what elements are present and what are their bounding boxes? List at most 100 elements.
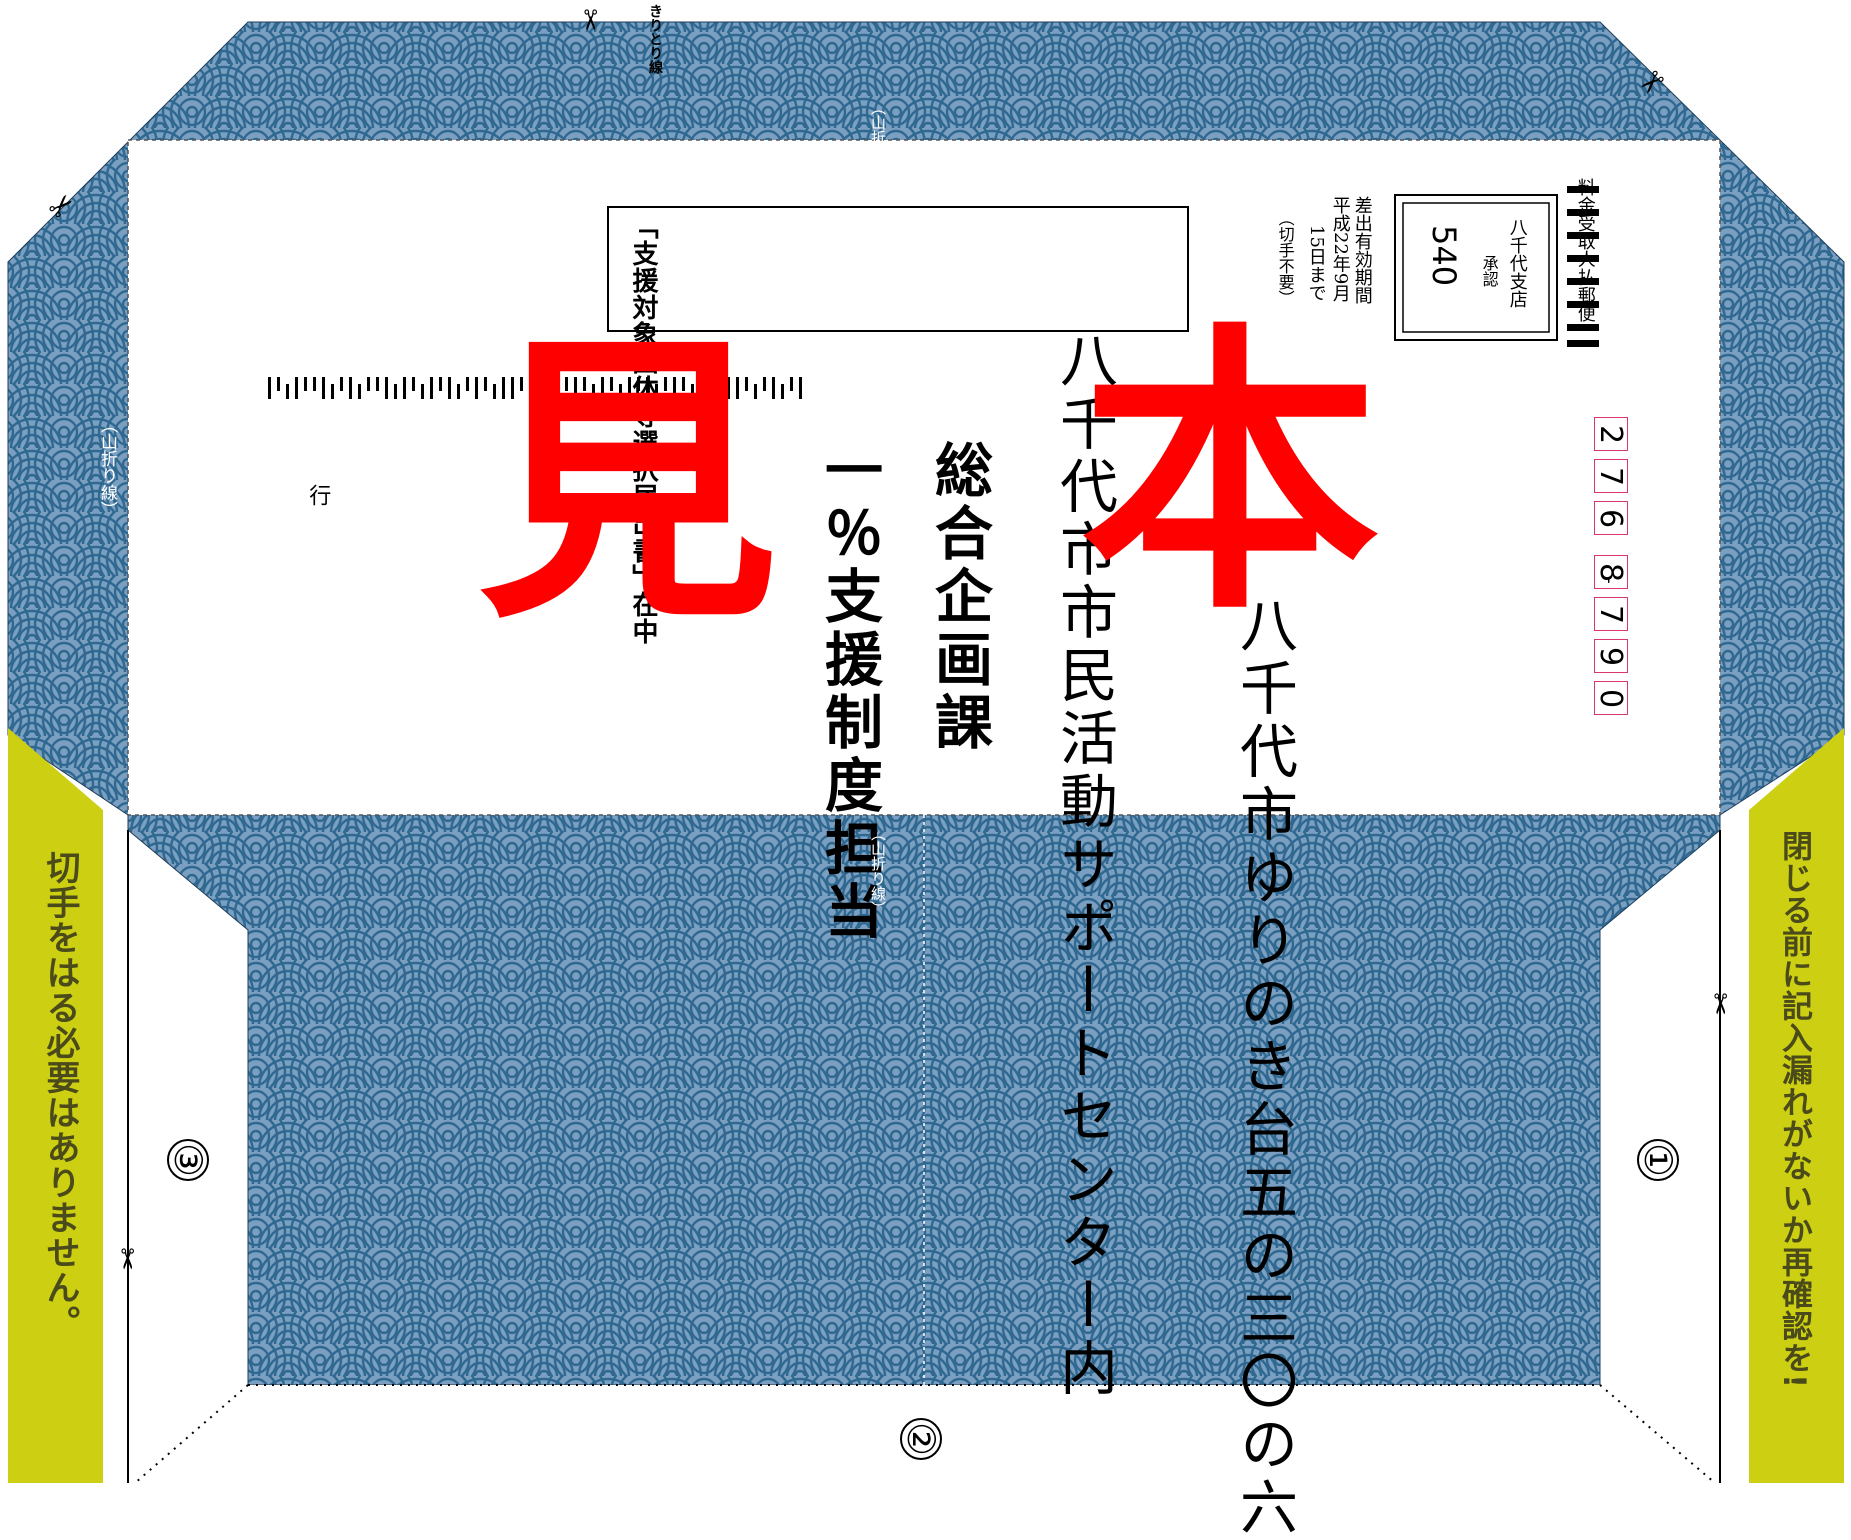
barcode-bar — [367, 377, 370, 391]
postage-valid-title: 差出有効期間 — [1351, 196, 1373, 304]
barcode-bar — [736, 377, 739, 399]
barcode-bar — [376, 377, 379, 391]
postage-approval: 承認 — [1479, 255, 1499, 287]
postal-code-digit: 0 — [1594, 681, 1629, 715]
barcode-bar — [394, 384, 397, 399]
postage-no-stamp: （切手不要） — [1275, 210, 1295, 306]
barcode-bar — [664, 377, 667, 391]
barcode-bar — [457, 384, 460, 399]
recipient-line-1: 総合企画課 — [925, 440, 993, 755]
barcode-bar — [691, 384, 694, 399]
barcode-bar — [520, 377, 523, 391]
barcode-bar — [583, 377, 586, 391]
barcode-bar — [511, 377, 514, 399]
barcode-bar — [727, 377, 730, 399]
fold-label-bottom: （山折り線） — [869, 826, 887, 916]
customer-barcode — [268, 377, 802, 399]
fold-label-left: （山折り線） — [97, 416, 117, 518]
scissors-icon-left-lower: ✂ — [110, 1247, 144, 1271]
barcode-bar — [619, 384, 622, 399]
subject-box — [607, 206, 1189, 332]
barcode-bar — [340, 377, 343, 391]
barcode-bar — [448, 377, 451, 399]
barcode-bar — [493, 384, 496, 399]
barcode-bar — [412, 377, 415, 391]
barcode-bar — [322, 377, 325, 399]
barcode-bar — [655, 384, 658, 399]
barcode-bar — [745, 377, 748, 391]
barcode-bar — [772, 377, 775, 399]
barcode-bar — [763, 377, 766, 391]
postal-code-digit: 9 — [1594, 639, 1629, 673]
postal-code-digit: 6 — [1594, 501, 1629, 535]
postage-header: 料金受取人払郵便 — [1574, 178, 1596, 322]
barcode-bar — [565, 377, 568, 391]
barcode-bar — [421, 384, 424, 399]
barcode-bar — [484, 377, 487, 391]
marker-three-icon: ③ — [166, 1139, 210, 1181]
barcode-bar — [430, 377, 433, 399]
watermark-first: 見 — [478, 310, 778, 659]
scissors-icon-right: ✂ — [1703, 992, 1737, 1016]
barcode-bar — [574, 377, 577, 399]
bottom-flap-dotted-edge — [134, 1384, 1716, 1483]
postage-valid-date: 15日まで — [1305, 225, 1327, 302]
barcode-bar — [475, 377, 478, 399]
recipient-suffix: 行 — [305, 484, 331, 506]
recipient-line-2: 一％支援制度担当 — [815, 440, 883, 944]
barcode-bar — [646, 377, 649, 399]
postal-code-digit: 8 — [1594, 555, 1629, 589]
barcode-bar — [700, 377, 703, 399]
barcode-bar — [673, 377, 676, 399]
barcode-bar — [349, 377, 352, 399]
barcode-bar — [547, 377, 550, 399]
barcode-bar — [709, 377, 712, 391]
barcode-bar — [781, 384, 784, 399]
left-tab-text: 切手をはる必要はありません。 — [40, 850, 80, 1340]
postal-code-hyphen: - — [1598, 577, 1620, 584]
barcode-bar — [601, 377, 604, 399]
cut-line-label: きりとり線 — [647, 4, 663, 74]
barcode-bar — [466, 377, 469, 391]
barcode-bar — [286, 384, 289, 399]
scissors-icon-top: ✂ — [573, 8, 607, 32]
envelope-graphics — [7, 21, 1845, 1483]
barcode-bar — [592, 384, 595, 399]
postage-valid-until: 平成22年9月 — [1329, 196, 1351, 303]
right-tab — [1749, 728, 1844, 1483]
barcode-bar — [403, 377, 406, 399]
left-tab — [8, 728, 103, 1483]
postage-office: 八千代支店 — [1506, 218, 1528, 308]
right-tab-text: 閉じる前に記入漏れがないか再確認を! — [1776, 830, 1812, 1390]
barcode-bar — [439, 377, 442, 391]
marker-two-icon: ② — [899, 1418, 943, 1460]
envelope-template: 2 7 6 8 7 9 0 - 八千代市ゆりのき台五の三〇の六 八千代市市民活動サポートセン… — [7, 4, 1845, 1540]
indicia-bars — [1567, 186, 1599, 347]
barcode-bar — [529, 384, 532, 399]
barcode-bar — [754, 384, 757, 399]
barcode-bar — [790, 377, 793, 391]
postal-code-digit: 2 — [1594, 417, 1629, 451]
barcode-bar — [268, 377, 271, 399]
postal-code-digit: 7 — [1594, 597, 1629, 631]
barcode-bar — [556, 384, 559, 399]
barcode-bar — [799, 377, 802, 399]
barcode-bar — [313, 377, 316, 391]
address-line-1: 八千代市ゆりのき台五の三〇の六 — [1230, 595, 1298, 1540]
barcode-bar — [682, 377, 685, 391]
barcode-bar — [277, 377, 280, 391]
barcode-bar — [610, 377, 613, 391]
fold-label-top: （山折り線） — [869, 100, 887, 190]
barcode-bar — [538, 377, 541, 391]
marker-one-icon: ① — [1636, 1139, 1680, 1181]
barcode-bar — [718, 384, 721, 399]
barcode-bar — [304, 377, 307, 391]
barcode-bar — [331, 384, 334, 399]
barcode-bar — [628, 377, 631, 399]
postal-code-digit: 7 — [1594, 459, 1629, 493]
barcode-bar — [295, 377, 298, 399]
barcode-bar — [358, 384, 361, 399]
postage-indicia-frame — [1394, 194, 1558, 341]
barcode-bar — [637, 377, 640, 391]
address-line-2: 八千代市市民活動サポートセンター内 — [1050, 330, 1118, 1401]
